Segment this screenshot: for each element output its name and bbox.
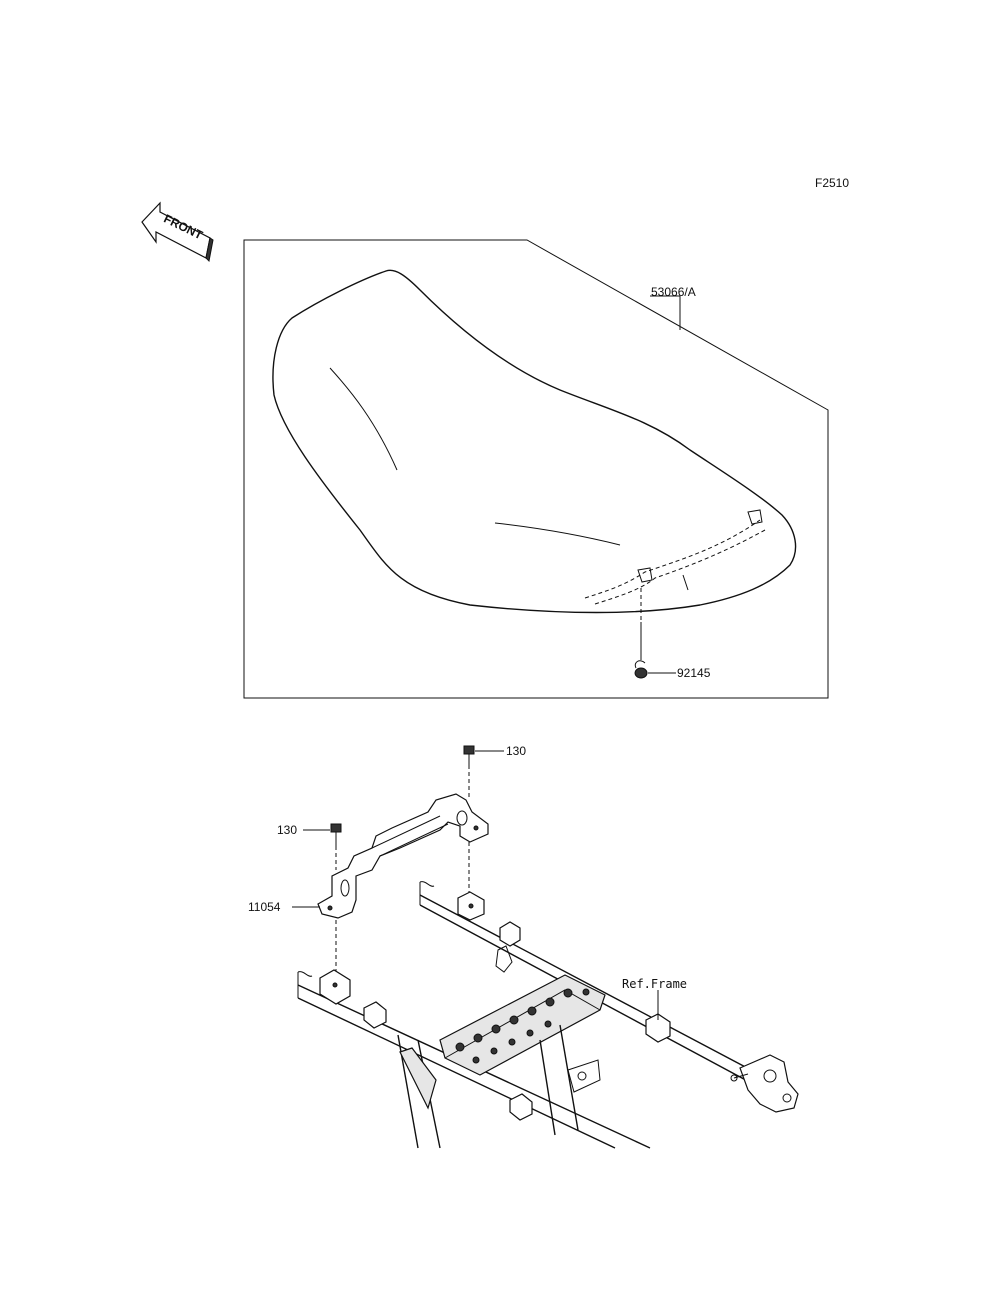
bracket-part-number: 11054 — [248, 900, 281, 914]
bolt-right-icon — [463, 745, 475, 765]
frame-illustration — [297, 881, 799, 1149]
bolt-left-part-number: 130 — [277, 823, 297, 837]
bolt-left-icon — [330, 823, 342, 846]
bolt-right-part-number: 130 — [506, 744, 526, 758]
seat-bracket-illustration — [317, 793, 489, 919]
clip-icon — [634, 660, 648, 679]
seat-group-box — [243, 239, 829, 699]
front-arrow-icon: FRONT — [141, 201, 214, 263]
seat-illustration — [272, 269, 797, 614]
seat-part-number: 53066/A — [651, 285, 696, 299]
frame-reference-label: Ref.Frame — [622, 977, 687, 991]
clip-part-number: 92145 — [677, 666, 711, 680]
figure-code: F2510 — [815, 176, 849, 190]
